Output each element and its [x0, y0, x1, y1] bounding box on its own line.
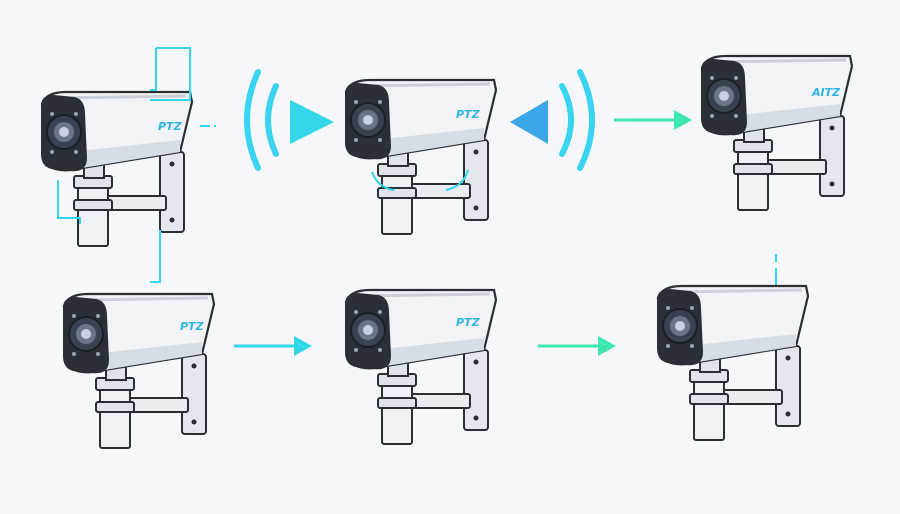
camera-1-guide-lines: [57, 47, 216, 283]
signal-waves-right: [244, 69, 334, 171]
camera-label: PTZ: [456, 316, 481, 329]
camera-6: [656, 284, 810, 442]
cctv-camera-icon: [656, 284, 810, 442]
camera-4: PTZ: [62, 292, 216, 450]
camera-1: PTZ: [40, 90, 194, 248]
arrow-right-2: [232, 334, 314, 358]
camera-label: PTZ: [158, 120, 183, 133]
cctv-camera-icon: [344, 78, 498, 236]
arrow-right-3: [536, 334, 618, 358]
cctv-camera-icon: [344, 288, 498, 446]
arrow-right-icon: [536, 334, 618, 358]
camera-label: PTZ: [456, 108, 481, 121]
cctv-camera-icon: [700, 54, 854, 212]
arrow-right-icon: [232, 334, 314, 358]
camera-2-rotation-marks: [371, 169, 469, 191]
arrow-right-1: [612, 108, 694, 132]
camera-2: PTZ: [344, 78, 498, 236]
cctv-camera-icon: [40, 90, 194, 248]
cctv-camera-icon: [62, 292, 216, 450]
signal-waves-left: [510, 69, 595, 171]
camera-5: PTZ: [344, 288, 498, 446]
arrow-right-icon: [612, 108, 694, 132]
camera-3: AITZ: [700, 54, 854, 212]
camera-label: PTZ: [180, 320, 205, 333]
camera-label: AITZ: [811, 86, 841, 99]
